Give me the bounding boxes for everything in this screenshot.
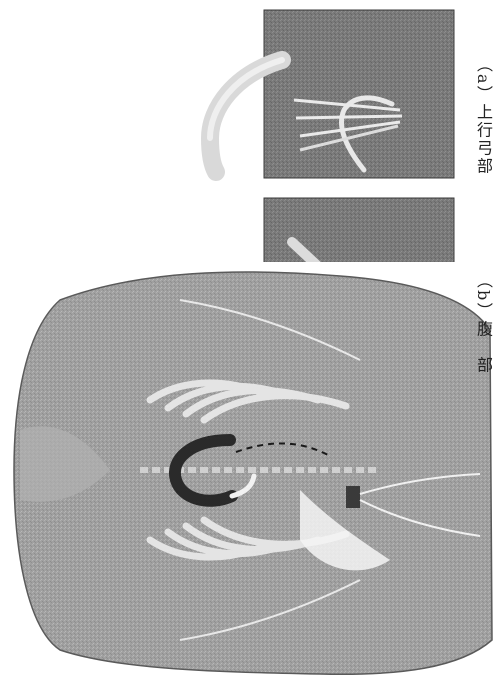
photo-torso xyxy=(10,262,498,680)
photo-ascending-arch xyxy=(210,10,454,178)
abdominal-connector xyxy=(346,486,360,508)
branch-vessel xyxy=(296,116,402,118)
caption-ascending-arch: （a）上行弓部 xyxy=(475,56,491,176)
caption-abdominal: （b）腹 部 xyxy=(475,272,491,374)
